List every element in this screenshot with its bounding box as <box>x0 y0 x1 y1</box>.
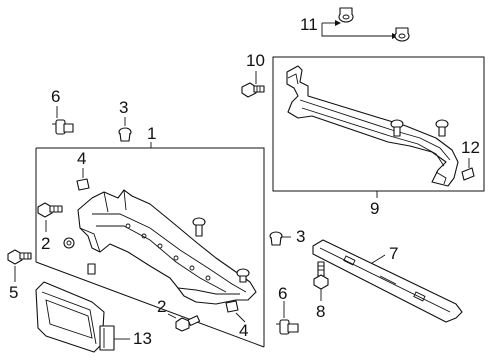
bolt-1b <box>236 268 250 283</box>
callout-3b: 3 <box>296 227 305 246</box>
bolt-5 <box>7 249 32 265</box>
callout-10: 10 <box>246 51 265 70</box>
lower-bracket-7 <box>312 239 463 323</box>
callout-6b: 6 <box>278 284 287 303</box>
callout-6a: 6 <box>51 87 60 106</box>
leader-lines <box>14 20 470 340</box>
clip-11a <box>338 7 354 23</box>
callout-2a: 2 <box>41 234 50 253</box>
bolt-9b <box>435 119 449 137</box>
callout-5: 5 <box>9 283 18 302</box>
callout-4a: 4 <box>77 149 86 168</box>
grommet-1 <box>63 237 75 249</box>
upper-tie-bar-9 <box>286 65 459 187</box>
bolt-8 <box>313 261 329 290</box>
radar-sensor-13 <box>35 281 115 353</box>
clip-6a <box>52 119 74 135</box>
nut-3b <box>269 231 283 246</box>
clip-11b <box>394 27 410 42</box>
clip-12 <box>461 167 475 181</box>
callout-4b: 4 <box>239 321 248 340</box>
callout-12: 12 <box>461 138 480 157</box>
assembly-box-1 <box>36 147 265 347</box>
callout-1: 1 <box>147 124 156 143</box>
clip-1 <box>87 263 96 275</box>
assembly-box-1-bottom <box>35 261 265 348</box>
clip-4b <box>225 300 239 313</box>
callout-11: 11 <box>300 15 318 34</box>
callout-9: 9 <box>370 199 379 218</box>
bolt-1a <box>192 217 206 237</box>
clip-4a <box>76 178 90 191</box>
assembly-box-9 <box>272 56 485 192</box>
radiator-support-1 <box>77 189 257 305</box>
clip-6b <box>276 319 299 335</box>
callout-2b: 2 <box>157 297 166 316</box>
bolt-2b <box>175 315 201 332</box>
callout-8: 8 <box>316 302 325 321</box>
bolt-10 <box>241 82 265 98</box>
callout-3a: 3 <box>119 98 128 117</box>
callout-7: 7 <box>389 244 398 263</box>
bolt-2a <box>37 202 63 218</box>
callout-13: 13 <box>133 329 152 348</box>
bolt-9a <box>390 119 404 137</box>
nut-3a <box>118 127 132 142</box>
